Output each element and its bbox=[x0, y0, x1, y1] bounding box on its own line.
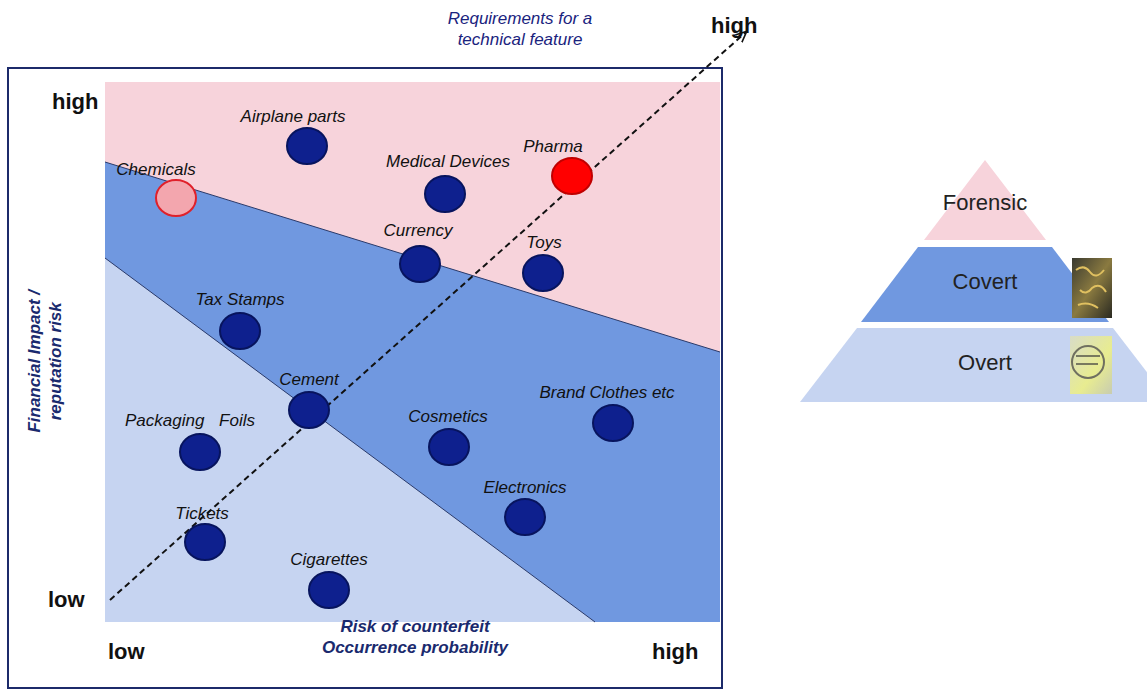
chart-frame bbox=[8, 68, 722, 688]
dot-ellipse bbox=[425, 176, 465, 212]
pyramid-level: Overt bbox=[800, 328, 1147, 402]
dot-ellipse bbox=[593, 405, 633, 441]
dot-label: Chemicals bbox=[116, 160, 195, 180]
dot-marker bbox=[183, 522, 227, 562]
dot-ellipse bbox=[185, 524, 225, 560]
dot-ellipse bbox=[400, 246, 440, 282]
dot-label: Tickets bbox=[175, 504, 229, 524]
dot-label: Cosmetics bbox=[408, 407, 487, 427]
axis-label: low bbox=[108, 638, 168, 666]
dot-marker bbox=[427, 427, 471, 467]
overt-photo bbox=[1070, 336, 1112, 394]
dot-label: Brand Clothes etc bbox=[539, 383, 674, 403]
pyramid-level: Forensic bbox=[920, 160, 1050, 240]
dot-label: Cigarettes bbox=[290, 550, 367, 570]
dot-marker bbox=[550, 156, 594, 196]
dot-marker bbox=[503, 497, 547, 537]
dot-ellipse bbox=[552, 158, 592, 194]
dot-marker bbox=[285, 126, 329, 166]
axis-label: high bbox=[652, 638, 722, 666]
dot-marker bbox=[218, 311, 262, 351]
dot-label: Cement bbox=[279, 370, 339, 390]
axis-label: Requirements for a technical feature bbox=[420, 8, 620, 51]
forensic-region bbox=[105, 82, 720, 622]
covert-region bbox=[105, 162, 720, 622]
dot-ellipse bbox=[523, 255, 563, 291]
dot-label: Packaging Foils bbox=[125, 411, 255, 431]
dot-label: Currency bbox=[384, 221, 453, 241]
dot-marker bbox=[154, 178, 198, 218]
axis-label: low bbox=[48, 586, 108, 614]
dot-marker bbox=[287, 390, 331, 430]
dot-ellipse bbox=[505, 499, 545, 535]
dot-marker bbox=[521, 253, 565, 293]
region-boundary bbox=[105, 258, 595, 622]
dot-marker bbox=[307, 570, 351, 610]
level-label: Covert bbox=[861, 269, 1109, 295]
dot-marker bbox=[591, 403, 635, 443]
level-label: Overt bbox=[800, 350, 1147, 376]
level-label: Forensic bbox=[920, 190, 1050, 216]
dot-ellipse bbox=[309, 572, 349, 608]
requirements-arrow bbox=[110, 32, 746, 600]
dot-ellipse bbox=[287, 128, 327, 164]
dot-marker bbox=[398, 244, 442, 284]
dot-label: Tax Stamps bbox=[195, 290, 284, 310]
dot-label: Airplane parts bbox=[241, 107, 346, 127]
pyramid-polygon bbox=[861, 247, 1109, 322]
axis-label: high bbox=[711, 12, 771, 40]
dot-label: Toys bbox=[526, 233, 561, 253]
covert-photo bbox=[1072, 258, 1112, 318]
axis-label: Financial Impact / reputation risk bbox=[24, 271, 67, 451]
region-boundary bbox=[105, 162, 720, 352]
dot-ellipse bbox=[180, 434, 220, 470]
pyramid-polygon bbox=[800, 328, 1147, 402]
dot-ellipse bbox=[429, 429, 469, 465]
dot-label: Electronics bbox=[483, 478, 566, 498]
dot-ellipse bbox=[156, 180, 196, 216]
dot-marker bbox=[178, 432, 222, 472]
axis-label: high bbox=[52, 88, 112, 116]
dot-marker bbox=[423, 174, 467, 214]
dot-label: Medical Devices bbox=[386, 152, 510, 172]
overt-region bbox=[105, 258, 595, 622]
dot-ellipse bbox=[289, 392, 329, 428]
dot-ellipse bbox=[220, 313, 260, 349]
dot-label: Pharma bbox=[523, 137, 583, 157]
axis-label: Risk of counterfeit Occurrence probabili… bbox=[300, 616, 530, 659]
pyramid-level: Covert bbox=[861, 247, 1109, 322]
